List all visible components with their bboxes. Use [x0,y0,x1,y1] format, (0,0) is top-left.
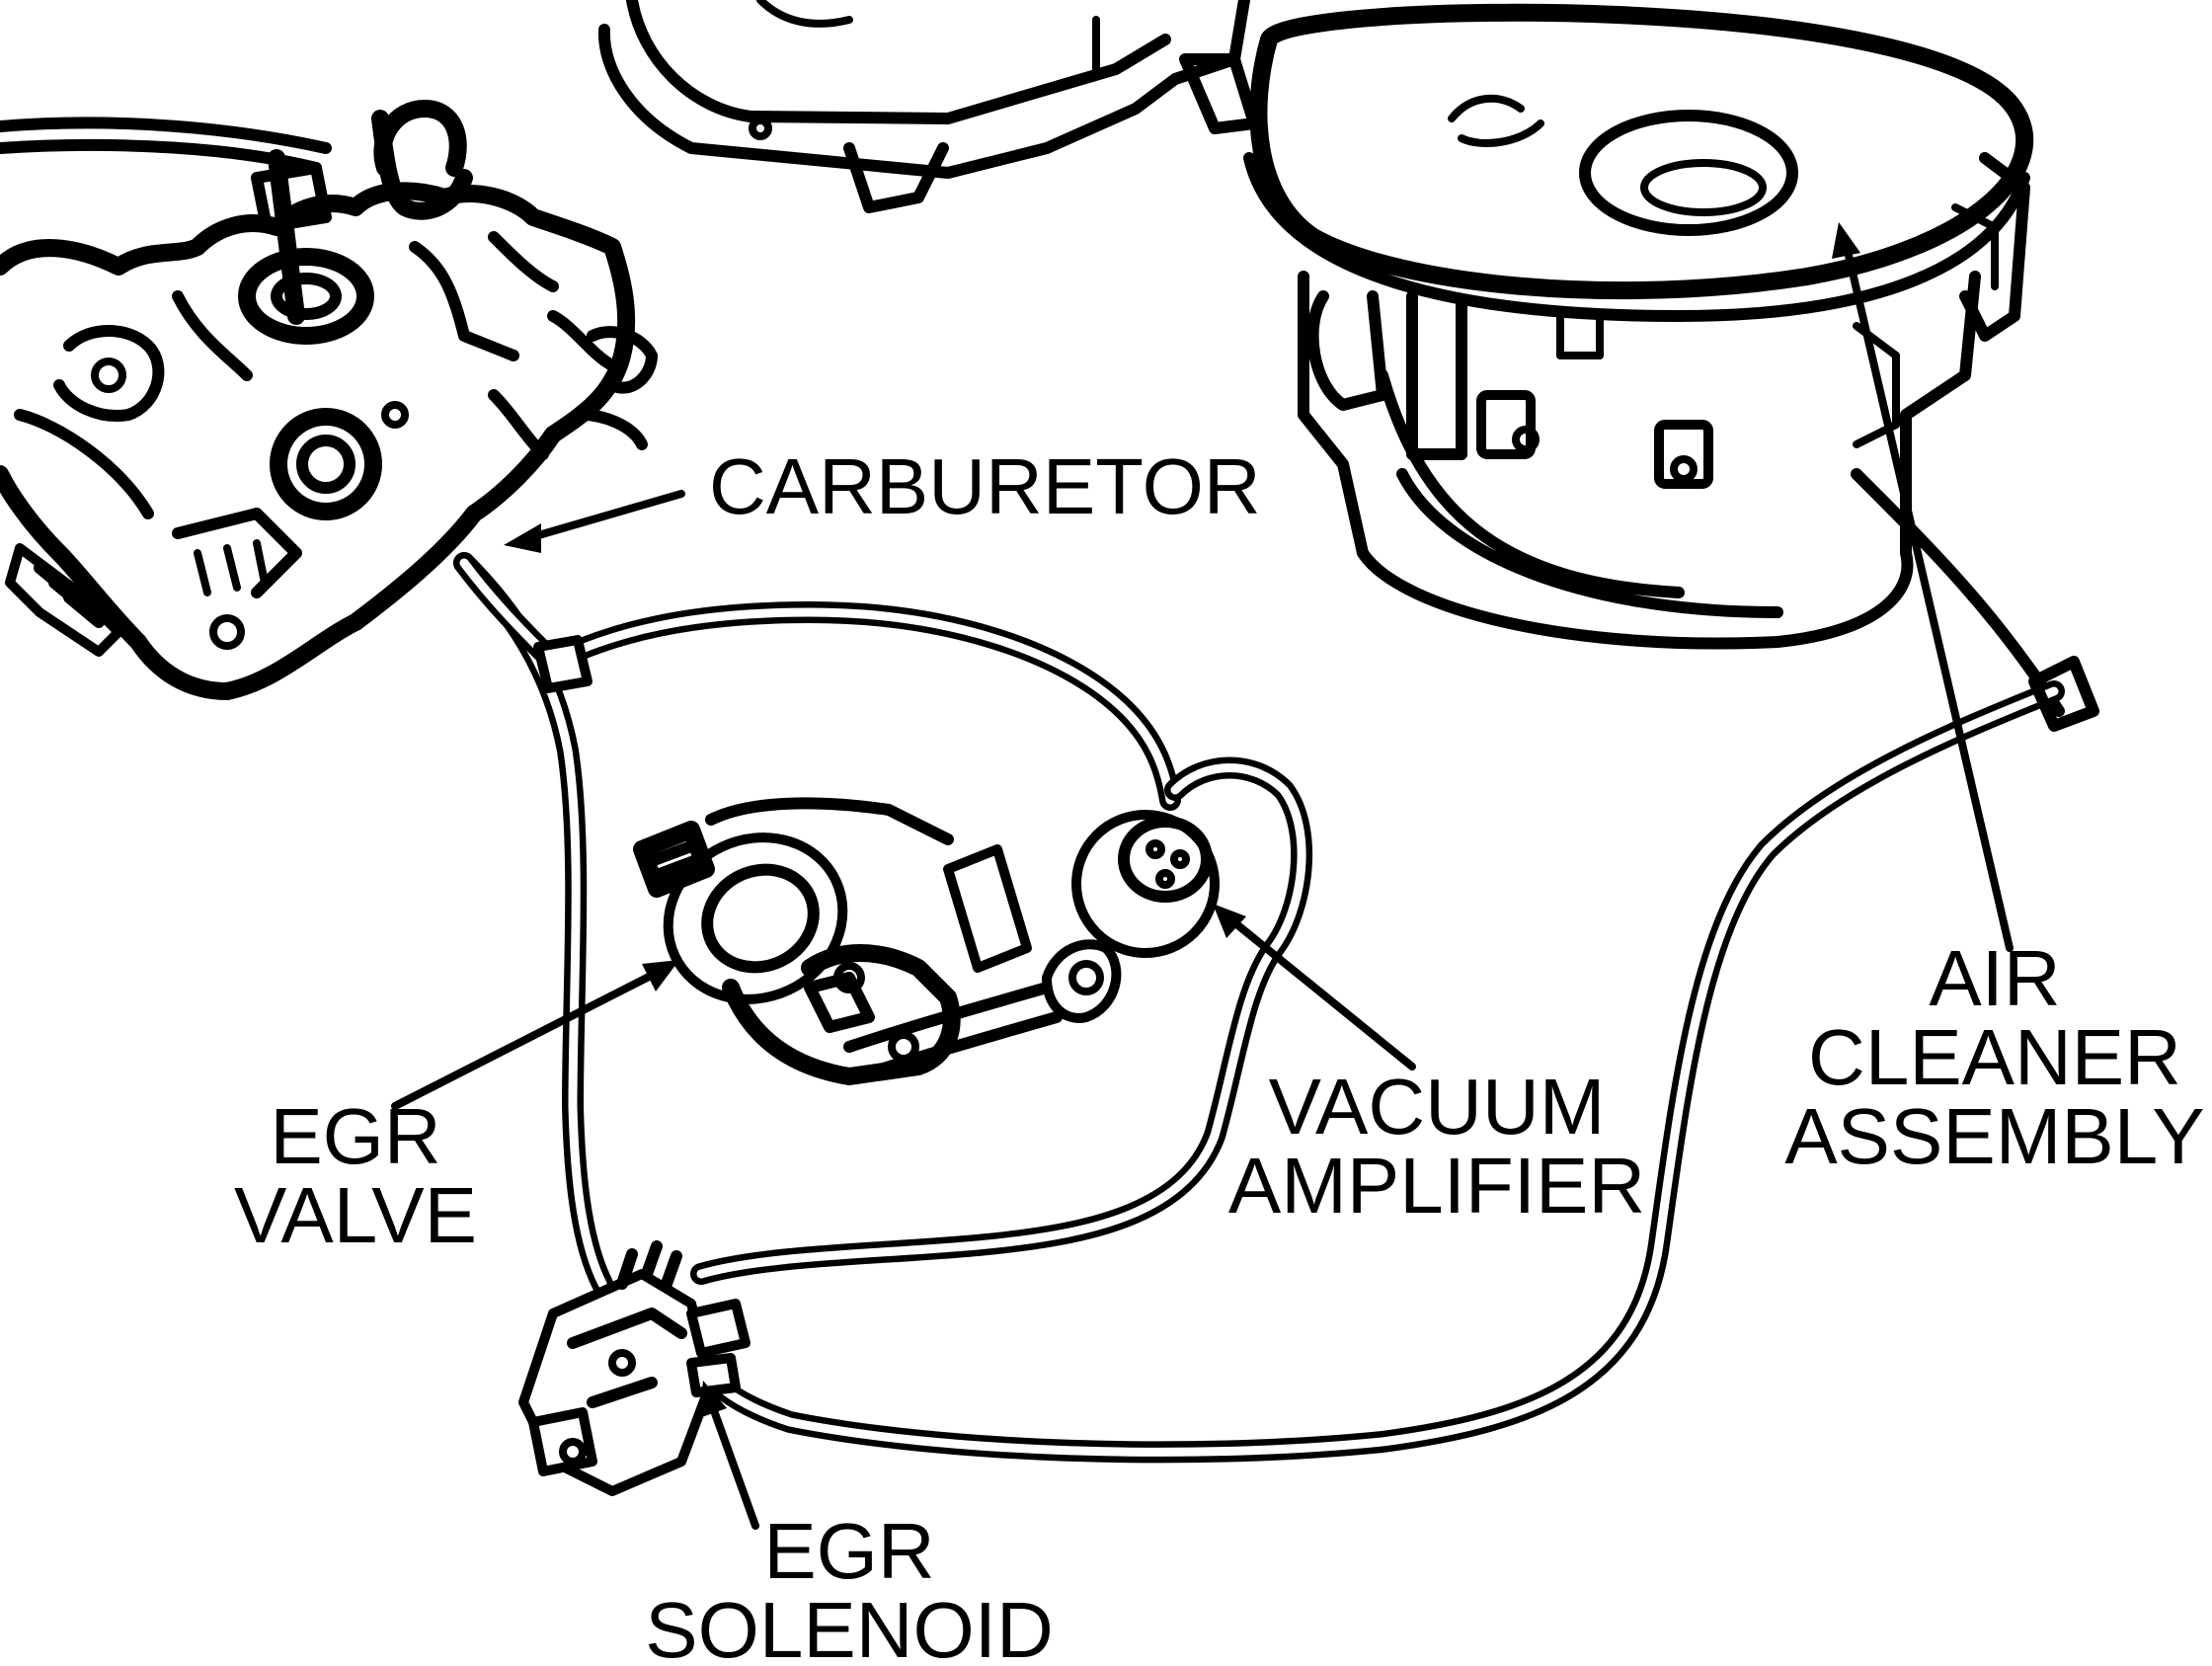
vacuum-amplifier-arrowhead [1213,904,1246,938]
vacuum-hoses [453,552,2099,1464]
egr-valve [633,797,1063,1085]
carburetor-label: CARBURETOR [709,442,1261,530]
engine-bracket [597,0,1260,213]
air-cleaner-arrowhead [1832,222,1860,259]
egr-solenoid-label-line2: SOLENOID [645,1586,1053,1661]
egr-solenoid [518,1240,750,1496]
air-cleaner-label-line1: AIR [1929,934,2060,1022]
labels: CARBURETOR AIR CLEANER ASSEMBLY VACUUM A… [234,442,2205,1666]
vacuum-amplifier-label-line2: AMPLIFIER [1228,1142,1645,1230]
egr-solenoid-label-line1: EGR [763,1507,934,1595]
carburetor-arrowhead [504,523,541,553]
air-cleaner-assembly [1243,3,2065,717]
vacuum-amplifier [1042,810,1220,1023]
air-cleaner-label-line2: CLEANER [1808,1013,2181,1101]
egr-valve-label-line1: EGR [270,1092,440,1180]
vacuum-amplifier-label-line1: VACUUM [1269,1063,1606,1150]
leader-lines [391,222,2014,1530]
egr-solenoid-arrowhead [699,1381,727,1418]
air-cleaner-label-line3: ASSEMBLY [1784,1092,2204,1180]
egr-valve-arrowhead [642,960,679,992]
carburetor [0,100,658,700]
egr-valve-label-line2: VALVE [234,1171,477,1259]
